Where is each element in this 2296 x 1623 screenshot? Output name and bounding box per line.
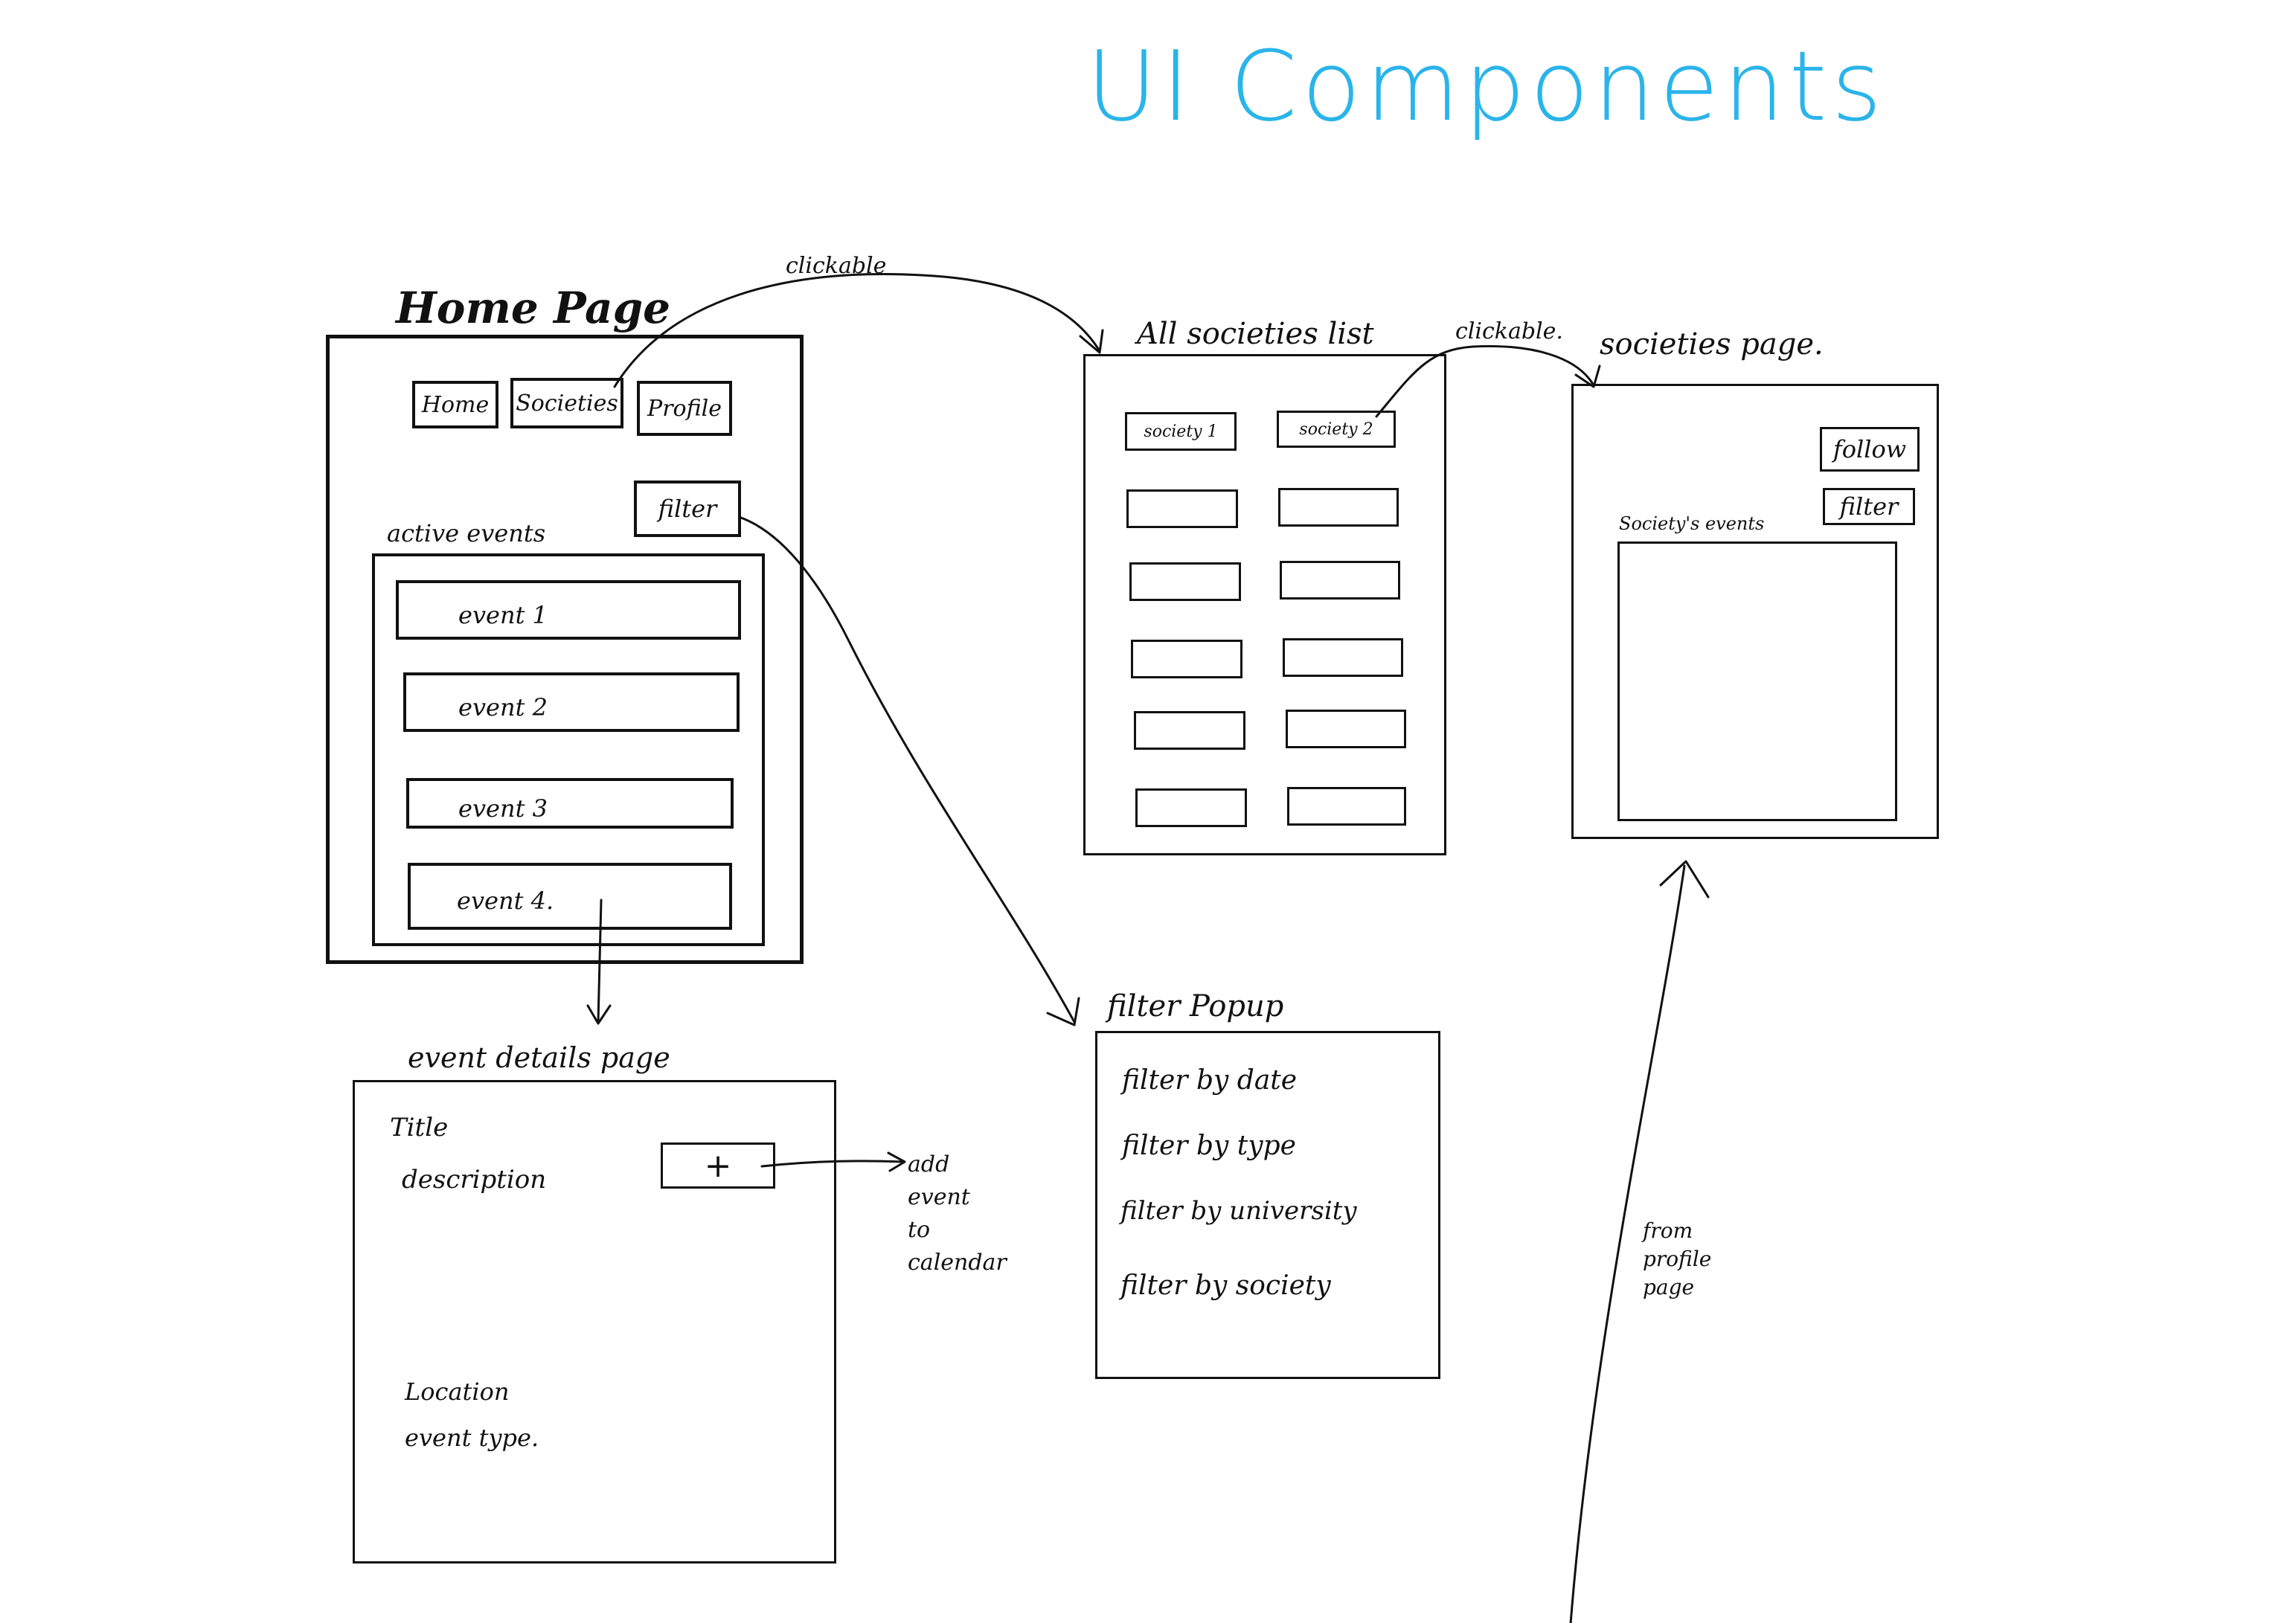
- arrow-society2-to-page: [1375, 344, 1595, 418]
- note-line: profile: [1643, 1247, 1712, 1271]
- filter-option-university[interactable]: filter by university: [1120, 1196, 1357, 1226]
- society-1-item[interactable]: society 1: [1125, 412, 1237, 451]
- arrow-head: [887, 1151, 906, 1172]
- event-details-heading: event details page: [408, 1041, 670, 1074]
- home-page-heading: Home Page: [396, 283, 671, 333]
- arrow-head: [1659, 860, 1710, 899]
- nav-societies-button[interactable]: Societies: [510, 378, 623, 428]
- society-events-container: [1617, 541, 1897, 821]
- arrow-add-to-note: [760, 1160, 905, 1168]
- note-line: to: [908, 1217, 931, 1243]
- arrow-head: [1046, 997, 1080, 1026]
- note-line: from: [1643, 1218, 1693, 1243]
- from-profile-page-note: from profile page: [1643, 1217, 1711, 1302]
- society-item[interactable]: [1129, 562, 1241, 601]
- arrow-profile-to-society: [1569, 864, 1686, 1623]
- arrow-head: [586, 1004, 612, 1025]
- note-line: page: [1643, 1275, 1695, 1299]
- society-filter-button[interactable]: filter: [1823, 488, 1915, 525]
- add-to-calendar-button[interactable]: +: [661, 1142, 775, 1189]
- event-location-label: Location: [405, 1378, 510, 1406]
- add-event-to-calendar-note: add event to calendar: [908, 1148, 1007, 1279]
- note-line: calendar: [908, 1250, 1007, 1276]
- society-item[interactable]: [1287, 787, 1406, 826]
- filter-option-society[interactable]: filter by society: [1120, 1270, 1331, 1301]
- society-item[interactable]: [1135, 788, 1247, 827]
- active-events-label: active events: [387, 519, 546, 547]
- follow-button[interactable]: follow: [1820, 427, 1920, 472]
- society-item[interactable]: [1286, 710, 1406, 748]
- society-item[interactable]: [1126, 489, 1238, 528]
- society-2-item[interactable]: society 2: [1277, 411, 1396, 448]
- filter-option-type[interactable]: filter by type: [1122, 1131, 1296, 1161]
- nav-home-button[interactable]: Home: [412, 381, 498, 428]
- arrow-head: [1079, 329, 1104, 354]
- arrow-societies-to-list: [613, 273, 1101, 388]
- event-type-label: event type.: [405, 1424, 539, 1452]
- event-title-label: Title: [390, 1113, 449, 1142]
- society-item[interactable]: [1131, 640, 1242, 678]
- event-item-4[interactable]: event 4.: [408, 863, 732, 930]
- arrow-head: [1574, 364, 1601, 388]
- nav-profile-button[interactable]: Profile: [637, 381, 732, 436]
- arrow-event4-to-details: [597, 899, 603, 1023]
- society-page-heading: societies page.: [1600, 327, 1824, 361]
- event-item-1[interactable]: event 1: [396, 580, 741, 640]
- arrow-filter-to-popup: [740, 516, 1076, 1023]
- note-line: add: [908, 1151, 950, 1177]
- society-item[interactable]: [1283, 638, 1403, 677]
- filter-option-date[interactable]: filter by date: [1122, 1065, 1298, 1096]
- society-item[interactable]: [1134, 711, 1245, 750]
- note-line: event: [908, 1184, 970, 1210]
- clickable-annotation: clickable.: [1455, 318, 1563, 344]
- filter-popup-frame: [1095, 1031, 1440, 1379]
- society-item[interactable]: [1278, 488, 1399, 527]
- society-item[interactable]: [1280, 561, 1400, 600]
- societies-list-heading: All societies list: [1137, 317, 1374, 351]
- filter-popup-heading: filter Popup: [1107, 989, 1284, 1023]
- event-item-2[interactable]: event 2: [403, 672, 740, 732]
- event-description-label: description: [402, 1165, 547, 1195]
- event-item-3[interactable]: event 3: [406, 778, 734, 829]
- diagram-title: UI Components: [1086, 30, 1887, 143]
- home-filter-button[interactable]: filter: [634, 481, 741, 537]
- society-events-label: Society's events: [1619, 513, 1765, 534]
